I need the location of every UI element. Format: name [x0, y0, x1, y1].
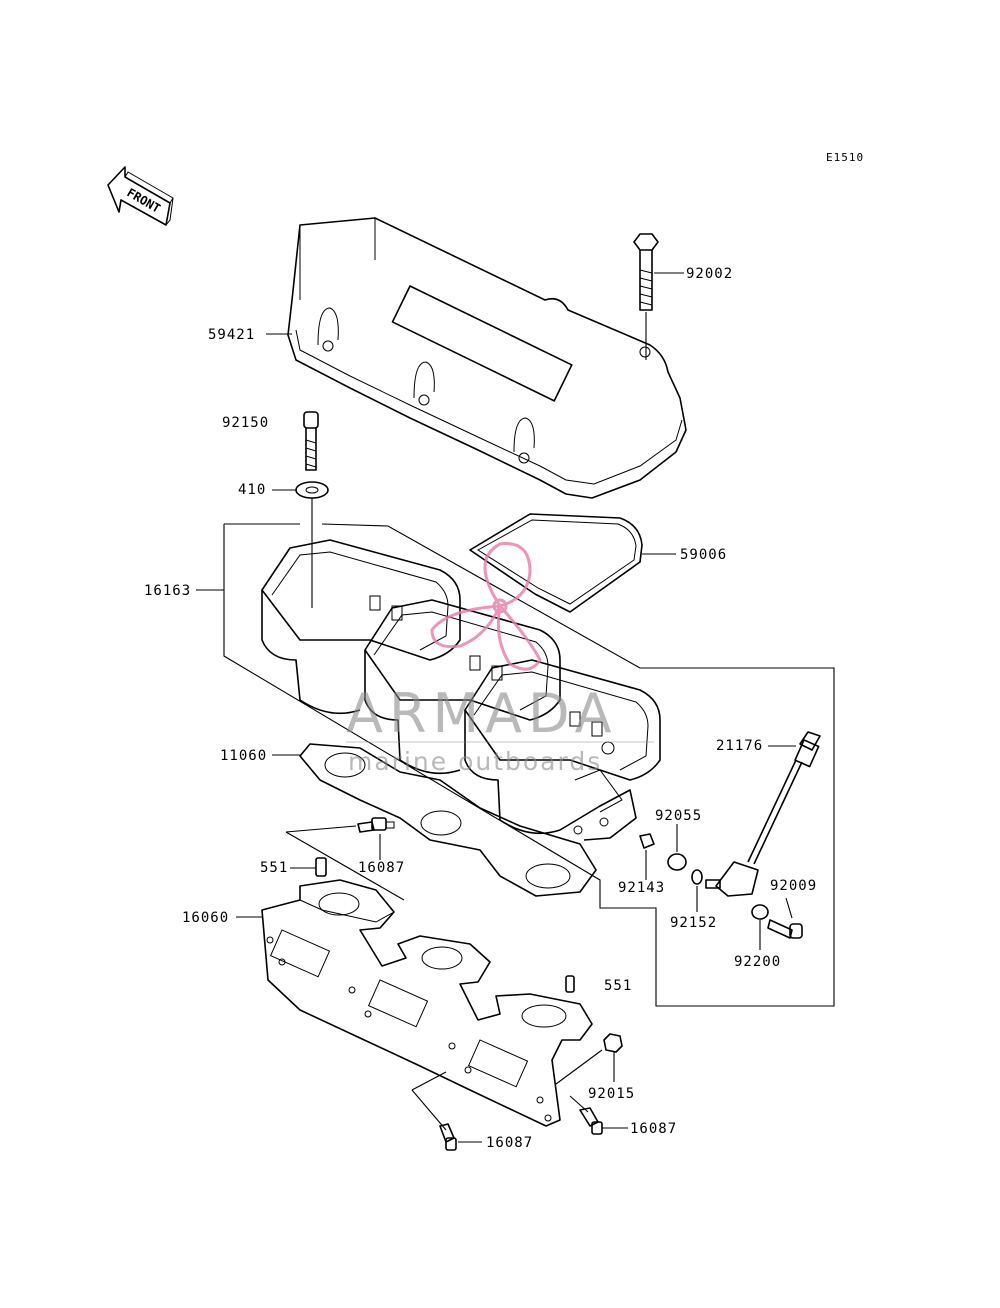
dowel-pin-icon	[565, 975, 575, 993]
washer-92152-icon	[691, 869, 703, 885]
leader-lines	[196, 272, 835, 1143]
part-label-92143: 92143	[618, 880, 665, 896]
washer-92200-icon	[751, 904, 769, 920]
sensor-16087-icon	[357, 817, 395, 833]
part-label-92009: 92009	[770, 878, 817, 894]
watermark-tagline: marine outboards	[348, 747, 602, 776]
sensor-16087-icon	[579, 1107, 603, 1135]
part-label-410: 410	[238, 482, 266, 498]
part-label-92152: 92152	[670, 915, 717, 931]
o-ring-92055-icon	[667, 853, 687, 871]
throttle-body-assembly	[261, 539, 661, 841]
front-arrow-icon: FRONT	[107, 166, 174, 226]
cover-gasket	[469, 513, 643, 613]
diagram-code: E1510	[826, 151, 864, 164]
washer-410-icon	[295, 481, 329, 608]
part-label-16163: 16163	[144, 583, 191, 599]
clip-92143-icon	[639, 833, 655, 849]
dowel-pin-icon	[315, 857, 327, 877]
sensor-16087-icon	[439, 1123, 457, 1151]
propeller-logo-icon	[430, 542, 542, 671]
part-label-16087-left: 16087	[486, 1135, 533, 1151]
part-label-16087-upper: 16087	[358, 860, 405, 876]
manifold-gasket	[299, 743, 597, 897]
part-label-551-lower: 551	[604, 978, 632, 994]
part-label-92150: 92150	[222, 415, 269, 431]
part-label-59006: 59006	[680, 547, 727, 563]
part-labels: 92002 59421 92150 410 59006 16163 21176 …	[144, 266, 817, 1151]
part-label-551-upper: 551	[260, 860, 288, 876]
sensor-21176-icon	[705, 731, 821, 897]
manifold	[261, 879, 593, 1127]
bolt-92002-icon	[633, 233, 659, 360]
front-arrow-label: FRONT	[125, 185, 163, 215]
part-label-21176: 21176	[716, 738, 763, 754]
part-label-11060: 11060	[220, 748, 267, 764]
part-label-92200: 92200	[734, 954, 781, 970]
cylinder-head-cover	[287, 217, 687, 499]
part-label-92055: 92055	[655, 808, 702, 824]
watermark: ARMADA marine outboards	[346, 542, 654, 776]
part-label-92015: 92015	[588, 1086, 635, 1102]
watermark-brand: ARMADA	[346, 682, 618, 745]
part-label-59421: 59421	[208, 327, 255, 343]
bolt-92009-icon	[767, 919, 803, 939]
part-label-16060: 16060	[182, 910, 229, 926]
nut-92015-icon	[603, 1033, 623, 1053]
part-label-92002: 92002	[686, 266, 733, 282]
part-label-16087-right: 16087	[630, 1121, 677, 1137]
bolt-92150-icon	[303, 411, 319, 471]
